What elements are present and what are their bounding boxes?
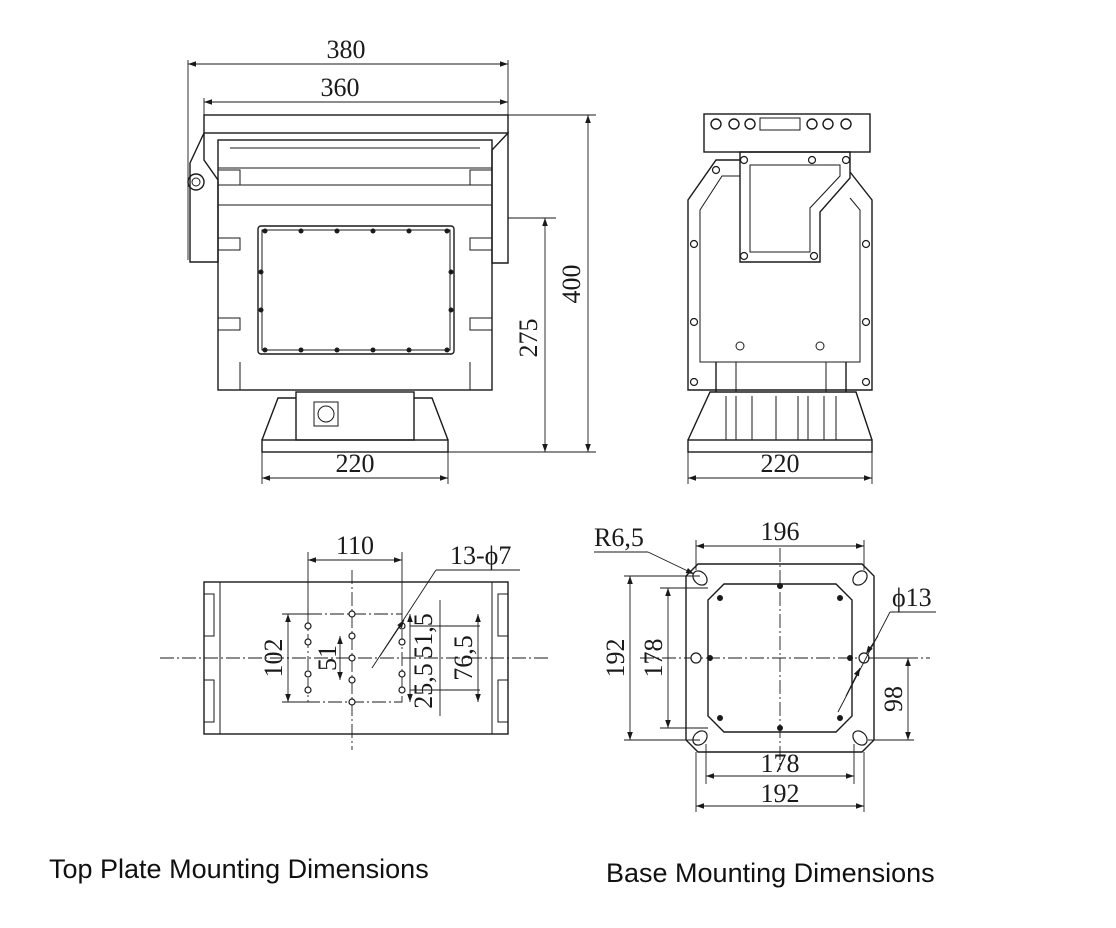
top-plate-view: 110 13-ϕ7 102 51 51,5 76,5 25,5 (160, 531, 550, 750)
holes-label: 13-ϕ7 (450, 541, 511, 570)
base-plate-holes (690, 570, 870, 746)
dim-110: 110 (336, 531, 374, 560)
dim-220-front: 220 (336, 449, 375, 478)
base-caption: Base Mounting Dimensions (606, 858, 935, 888)
dim-360: 360 (321, 73, 360, 102)
base-ribs (725, 396, 837, 440)
connector-circles (710, 118, 852, 130)
dim-98: 98 (879, 686, 908, 712)
dim-102: 102 (259, 639, 288, 678)
dim-51: 51 (313, 645, 342, 671)
side-view: 220 (687, 113, 873, 484)
top-plate-caption: Top Plate Mounting Dimensions (49, 854, 429, 884)
cover-screws (258, 228, 454, 353)
base-plate-view: R6,5 196 192 178 ϕ13 98 178 192 (594, 517, 936, 812)
dim-51-5: 51,5 (409, 613, 438, 659)
hole-dia-label: ϕ13 (892, 583, 932, 612)
dim-220-side: 220 (761, 449, 800, 478)
dim-192-v: 192 (601, 639, 630, 678)
dim-25-5: 25,5 (409, 663, 438, 709)
dim-178-h: 178 (761, 749, 800, 778)
dim-275: 275 (514, 319, 543, 358)
dim-178-v: 178 (639, 639, 668, 678)
dim-380: 380 (327, 35, 366, 64)
radius-label: R6,5 (594, 523, 644, 552)
dim-192-h: 192 (761, 779, 800, 808)
dim-196: 196 (761, 517, 800, 546)
dim-76-5: 76,5 (449, 635, 478, 681)
front-view: 380 360 400 275 220 (187, 35, 596, 484)
dim-400: 400 (557, 265, 586, 304)
